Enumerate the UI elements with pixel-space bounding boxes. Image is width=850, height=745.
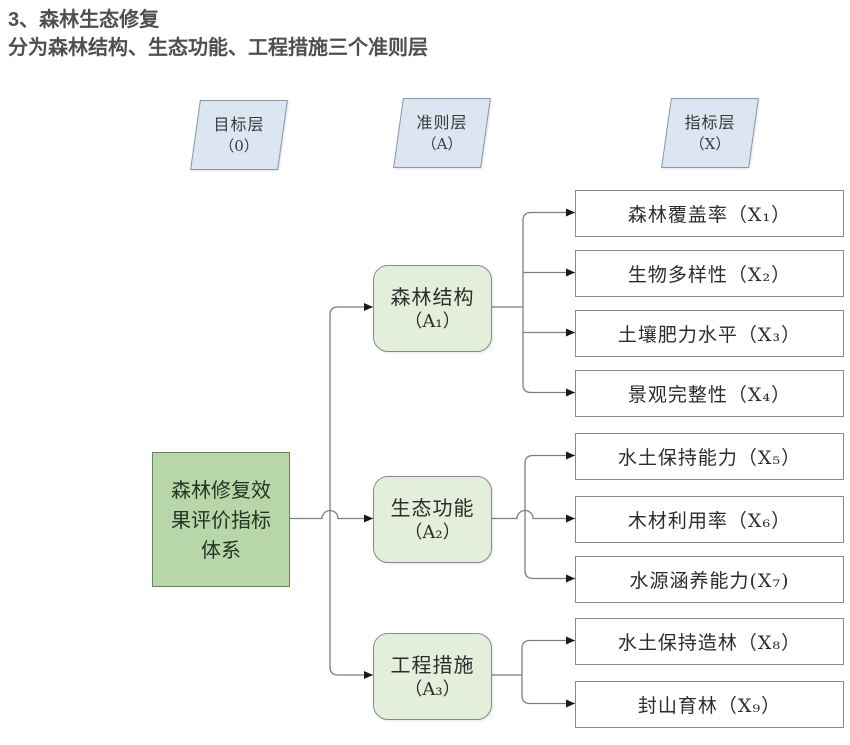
criteria-code: （A₂） <box>404 521 461 543</box>
goal-node: 森林修复效果评价指标体系 <box>152 452 290 587</box>
indicator-label: 水源涵养能力(X₇) <box>629 570 790 592</box>
layer-header-code: （0） <box>219 136 259 155</box>
page-subtitle: 分为森林结构、生态功能、工程措施三个准则层 <box>8 37 428 59</box>
indicator-node-x2: 生物多样性（X₂） <box>575 250 844 297</box>
connector-trunk-to-a3 <box>329 666 373 679</box>
indicator-label: 水土保持造林（X₈） <box>617 632 802 654</box>
connector-a1-to-x1 <box>522 208 575 385</box>
goal-label: 森林修复效果评价指标体系 <box>171 477 271 562</box>
connector-a2-to-x7 <box>524 570 575 583</box>
layer-header-indicator: 指标层 （X） <box>661 98 759 168</box>
connector-a3-to-x9 <box>521 695 575 708</box>
layer-header-label: 目标层 <box>213 115 265 135</box>
criteria-code: （A₁） <box>404 310 461 332</box>
indicator-label: 森林覆盖率（X₁） <box>627 204 792 226</box>
connector-a2-to-x6 <box>490 509 575 523</box>
indicator-node-x4: 景观完整性（X₄） <box>575 370 844 417</box>
connector-a1-to-x4 <box>522 384 575 397</box>
layer-header-criteria: 准则层 （A） <box>393 98 491 168</box>
indicator-label: 水土保持能力（X₅） <box>617 447 802 469</box>
indicator-node-x1: 森林覆盖率（X₁） <box>575 190 844 237</box>
layer-header-label: 指标层 <box>684 113 736 133</box>
criteria-node-a1: 森林结构 （A₁） <box>373 265 492 352</box>
criteria-label: 生态功能 <box>390 495 475 520</box>
layer-header-code: （X） <box>689 134 731 153</box>
indicator-node-x8: 水土保持造林（X₈） <box>575 618 844 665</box>
indicator-node-x9: 封山育林（X₉） <box>575 681 844 728</box>
page-title: 3、森林生态修复 <box>8 9 160 31</box>
criteria-label: 工程措施 <box>390 652 475 677</box>
layer-header-code: （A） <box>421 134 463 153</box>
indicator-label: 木材利用率（X₆） <box>627 510 792 532</box>
indicator-node-x3: 土壤肥力水平（X₃） <box>575 310 844 357</box>
indicator-label: 封山育林（X₉） <box>637 695 782 717</box>
layer-header-goal: 目标层 （0） <box>190 100 288 170</box>
criteria-code: （A₃） <box>404 678 461 700</box>
indicator-node-x6: 木材利用率（X₆） <box>575 496 844 543</box>
criteria-node-a3: 工程措施 （A₃） <box>373 633 492 720</box>
indicator-node-x5: 水土保持能力（X₅） <box>575 433 844 480</box>
indicator-label: 生物多样性（X₂） <box>627 264 792 286</box>
indicator-label: 土壤肥力水平（X₃） <box>617 324 802 346</box>
indicator-label: 景观完整性（X₄） <box>627 384 792 406</box>
connector-trunk-to-a1 <box>329 303 373 667</box>
connector-a2-to-x5 <box>524 451 575 571</box>
criteria-node-a2: 生态功能 （A₂） <box>373 476 492 563</box>
indicator-node-x7: 水源涵养能力(X₇) <box>575 556 844 603</box>
layer-header-label: 准则层 <box>416 113 468 133</box>
connector-a3-to-x8 <box>521 636 575 696</box>
criteria-label: 森林结构 <box>390 284 475 309</box>
connector-goal-to-a2 <box>288 509 373 523</box>
